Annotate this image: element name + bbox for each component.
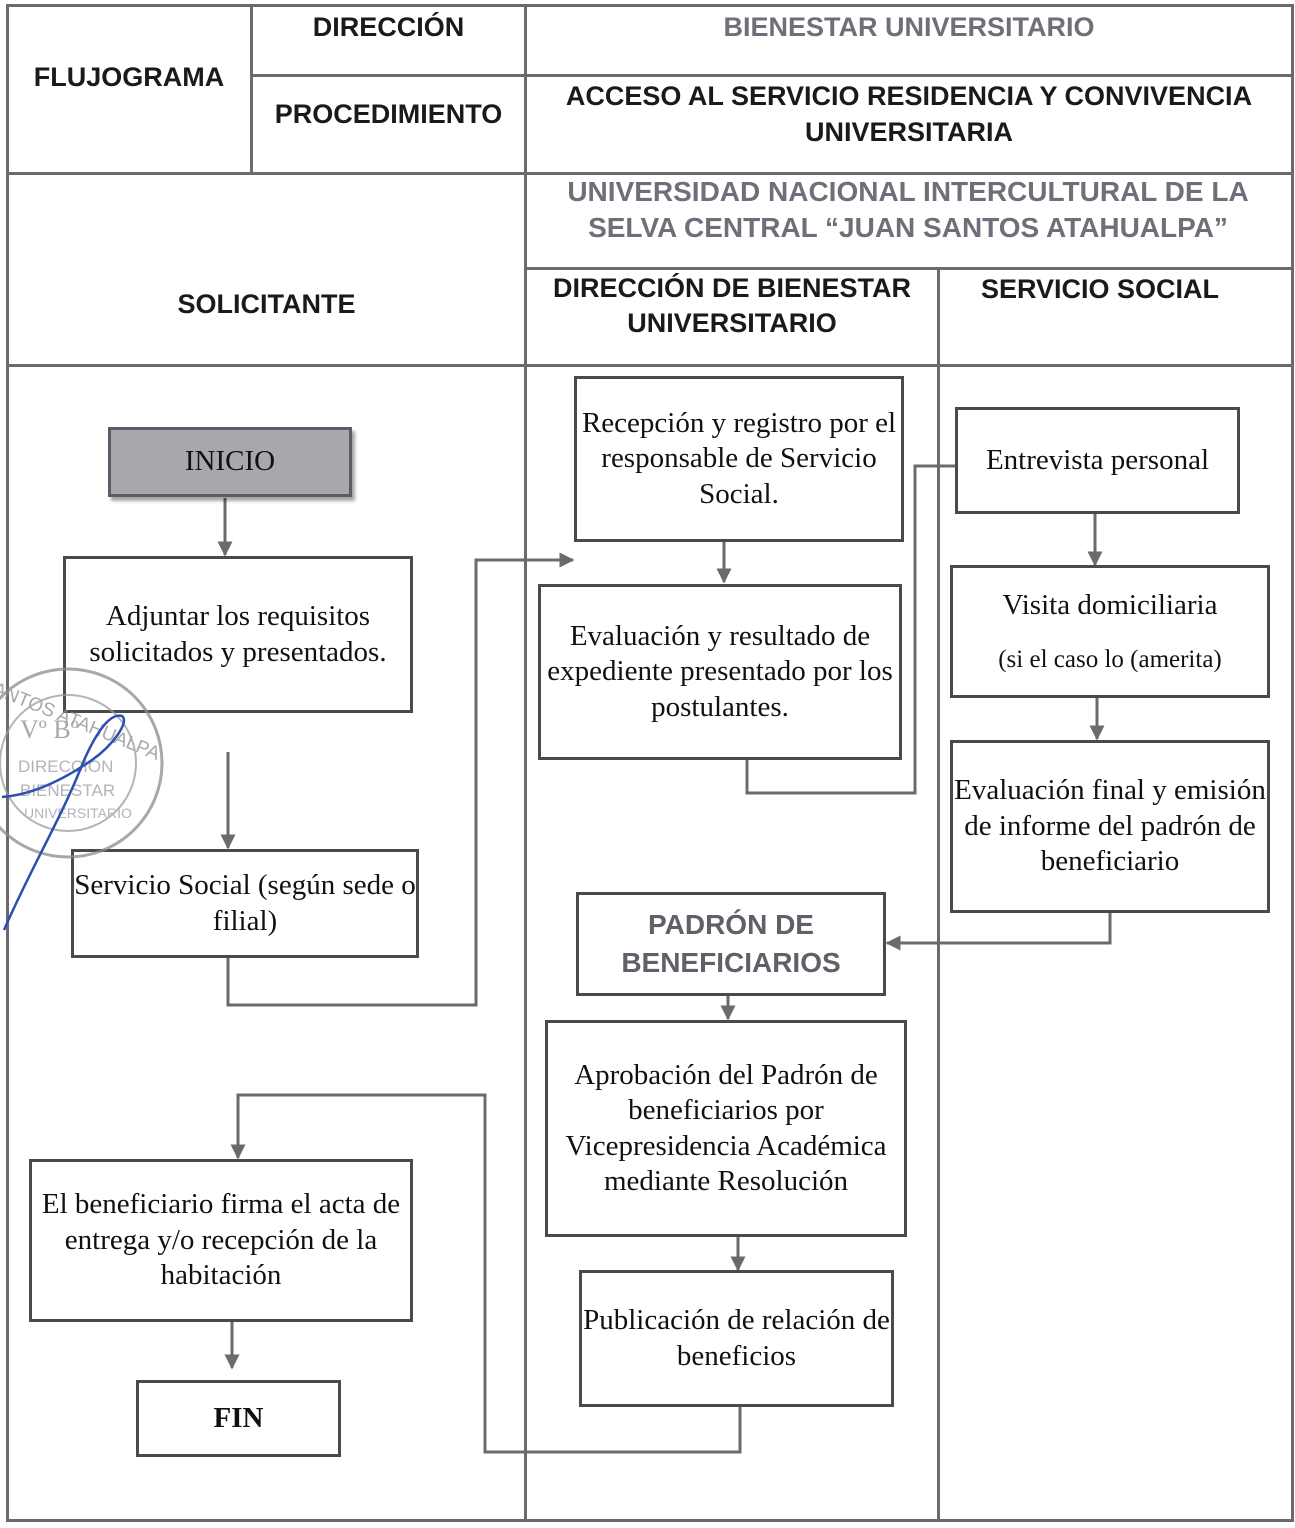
arrow-evaluacion-entrevista: [745, 464, 955, 795]
grid-line: [524, 267, 1294, 270]
recepcion-node: Recepción y registro por el responsable …: [574, 376, 904, 542]
procedimiento-label: PROCEDIMIENTO: [274, 98, 503, 129]
visita-node: Visita domiciliaria (si el caso lo (amer…: [950, 565, 1270, 698]
evaluacion-expediente-node: Evaluación y resultado de expediente pre…: [538, 584, 902, 760]
recepcion-label: Recepción y registro por el responsable …: [581, 406, 897, 510]
padron-label: PADRÓN DE BENEFICIARIOS: [621, 909, 841, 978]
direccion-label: DIRECCIÓN: [312, 12, 465, 43]
adjuntar-label: Adjuntar los requisitos solicitados y pr…: [89, 600, 387, 668]
grid-line: [250, 74, 1294, 77]
inicio-node: INICIO: [108, 427, 352, 497]
aprobacion-label: Aprobación del Padrón de beneficiarios p…: [565, 1058, 887, 1197]
grid-line: [524, 4, 527, 1522]
visita-label: Visita domiciliaria: [1002, 588, 1218, 621]
servicio-social-sede-label: Servicio Social (según sede o filial): [74, 869, 416, 937]
fin-node: FIN: [136, 1380, 341, 1457]
universidad-title: UNIVERSIDAD NACIONAL INTERCULTURAL DE LA…: [567, 175, 1249, 243]
adjuntar-node: Adjuntar los requisitos solicitados y pr…: [63, 556, 413, 713]
arrow-evaluacionfinal-padron: [885, 912, 1112, 951]
publicacion-node: Publicación de relación de beneficios: [579, 1270, 894, 1407]
lane-servicio-social: SERVICIO SOCIAL: [980, 274, 1220, 305]
firma-node: El beneficiario firma el acta de entrega…: [29, 1159, 413, 1322]
lane-solicitante: SOLICITANTE: [177, 289, 356, 320]
visita-note: (si el caso lo (amerita): [998, 645, 1222, 673]
evaluacion-final-label: Evaluación final y emisión de informe de…: [954, 774, 1266, 878]
flujograma-label: FLUJOGRAMA: [33, 62, 225, 93]
direccion-value: BIENESTAR UNIVERSITARIO: [723, 12, 1095, 43]
firma-label: El beneficiario firma el acta de entrega…: [41, 1188, 401, 1292]
grid-line: [937, 267, 940, 1522]
servicio-social-sede-node: Servicio Social (según sede o filial): [71, 849, 419, 958]
lane-direccion-bienestar: DIRECCIÓN DE BIENESTAR UNIVERSITARIO: [552, 272, 912, 338]
grid-line: [6, 172, 1294, 175]
aprobacion-node: Aprobación del Padrón de beneficiarios p…: [545, 1020, 907, 1237]
arrow-publicacion-firma: [230, 1093, 742, 1454]
inicio-label: INICIO: [184, 445, 276, 478]
evaluacion-expediente-label: Evaluación y resultado de expediente pre…: [547, 619, 893, 723]
arrow-servicio-recepcion: [226, 552, 575, 1007]
fin-label: FIN: [213, 1401, 264, 1434]
grid-line: [1291, 4, 1294, 1522]
grid-line: [6, 1519, 1294, 1522]
entrevista-node: Entrevista personal: [955, 407, 1240, 514]
grid-line: [250, 4, 253, 174]
grid-line: [6, 4, 1294, 7]
evaluacion-final-node: Evaluación final y emisión de informe de…: [950, 740, 1270, 913]
procedimiento-value: ACCESO AL SERVICIO RESIDENCIA Y CONVIVEN…: [565, 81, 1253, 147]
padron-node: PADRÓN DE BENEFICIARIOS: [576, 892, 886, 996]
entrevista-label: Entrevista personal: [985, 443, 1210, 476]
publicacion-label: Publicación de relación de beneficios: [583, 1304, 890, 1372]
grid-line: [6, 364, 1294, 367]
